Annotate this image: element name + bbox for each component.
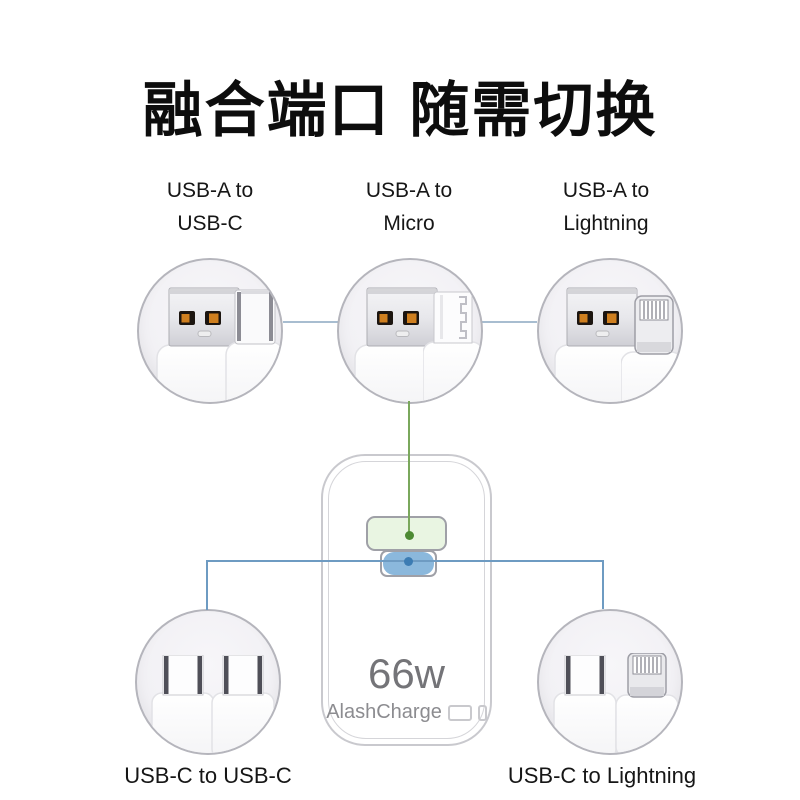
blue-link-line-left (206, 560, 208, 610)
blue-link-dot (404, 557, 413, 566)
usb-c-connector-icon (151, 655, 215, 753)
label-line: USB-C (177, 212, 243, 235)
bubble-usb-a-to-micro (337, 258, 483, 404)
label-usb-a-to-micro: USB-A to Micro (319, 174, 499, 240)
bubble-usb-a-to-lightning (537, 258, 683, 404)
bubble-usb-c-to-usb-c (135, 609, 281, 755)
charger-face (328, 461, 485, 739)
lightning-connector-icon (615, 653, 679, 753)
usb-c-connector-icon (553, 655, 617, 753)
label-usb-a-to-lightning: USB-A to Lightning (516, 174, 696, 240)
usb-c-connector-icon (225, 289, 281, 402)
label-line: Micro (383, 212, 435, 235)
bubble-usb-c-to-lightning (537, 609, 683, 755)
usb-a-port-icon (447, 704, 472, 721)
brand-row: AlashCharge (321, 701, 492, 724)
wattage-text: 66w (367, 650, 446, 697)
label-usb-a-to-usb-c: USB-A to USB-C (120, 174, 300, 240)
label-line: Lightning (563, 212, 649, 235)
usb-c-port-icon (477, 704, 487, 721)
label-line: USB-A to (562, 179, 650, 202)
green-link-line (408, 401, 410, 535)
page-title: 融合端口 随需切换 (142, 77, 658, 144)
green-link-dot (405, 531, 414, 540)
label-line: USB-A to (166, 179, 254, 202)
bubble-usb-a-to-usb-c (137, 258, 283, 404)
usb-c-connector-icon (211, 655, 275, 753)
blue-link-line-right (602, 560, 604, 609)
label-line: USB-A to (365, 179, 453, 202)
label-usb-c-to-usb-c: USB-C to USB-C (124, 763, 292, 788)
brand-name: AlashCharge (326, 701, 442, 723)
label-usb-c-to-lightning: USB-C to Lightning (507, 763, 697, 788)
